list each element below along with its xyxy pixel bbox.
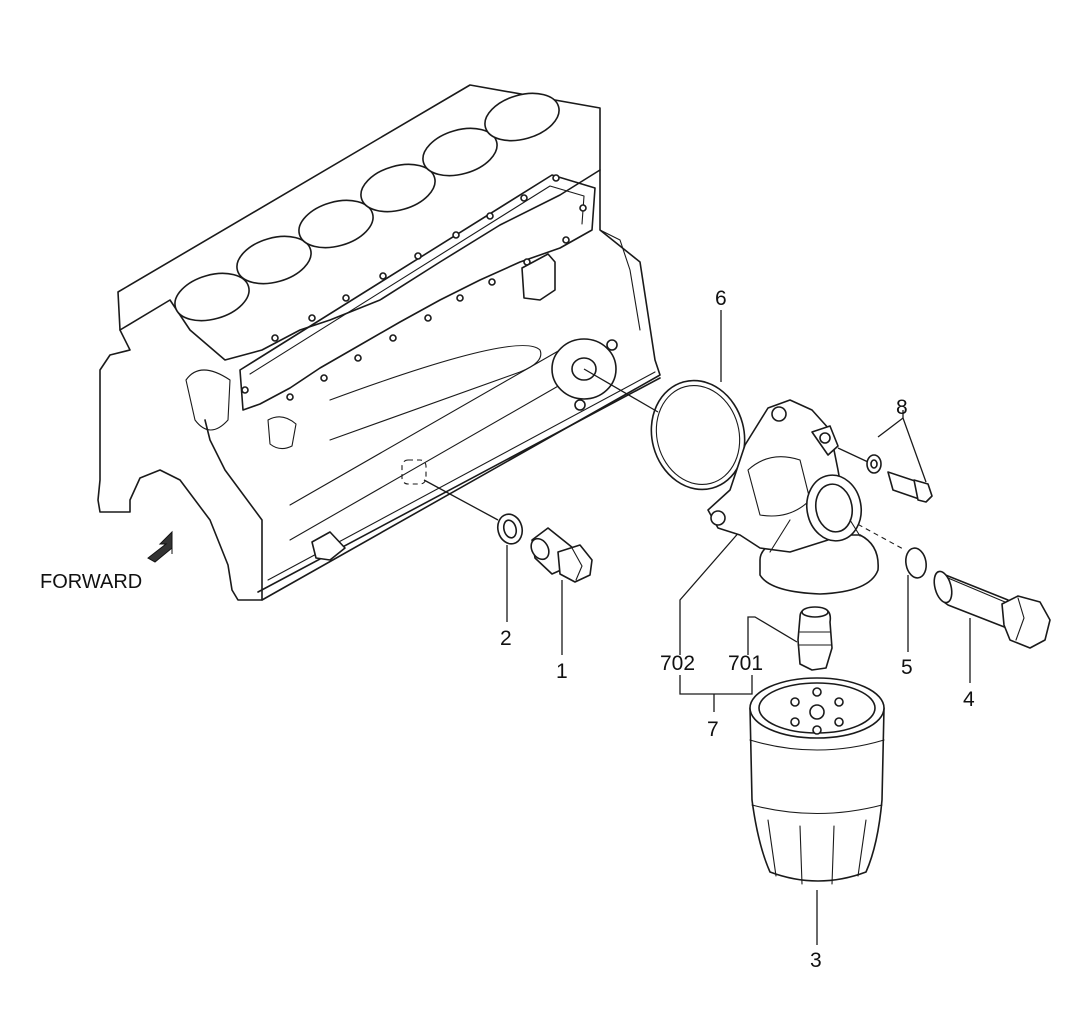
forward-label: FORWARD: [40, 571, 142, 593]
callout-3: 3: [810, 949, 822, 972]
small-o-ring: [905, 547, 927, 579]
engine-block: [97, 84, 661, 601]
callout-5: 5: [901, 656, 913, 679]
sealing-washer: [496, 513, 524, 545]
relief-valve-plug: [530, 527, 593, 583]
callout-6: 6: [715, 287, 727, 310]
hollow-bolt: [933, 570, 1051, 649]
callout-1: 1: [556, 660, 568, 683]
oil-filter-cartridge: [749, 677, 885, 885]
forward-arrow-icon: [147, 530, 173, 563]
filter-nipple: [797, 606, 833, 671]
gasket-ring: [650, 379, 746, 491]
oil-filter-housing: [707, 399, 879, 595]
callout-2: 2: [500, 627, 512, 650]
callout-701: 701: [728, 652, 763, 675]
callout-4: 4: [963, 688, 975, 711]
callout-7: 7: [707, 718, 719, 741]
leader-lines: [423, 310, 971, 945]
cover-bolts: [241, 174, 587, 401]
housing-bolt: [887, 471, 933, 503]
callout-labels: 1 2 3 4 5 6 7 8 701 702: [500, 287, 975, 972]
callout-8: 8: [896, 396, 908, 419]
housing-washer: [866, 454, 882, 474]
callout-702: 702: [660, 652, 695, 675]
